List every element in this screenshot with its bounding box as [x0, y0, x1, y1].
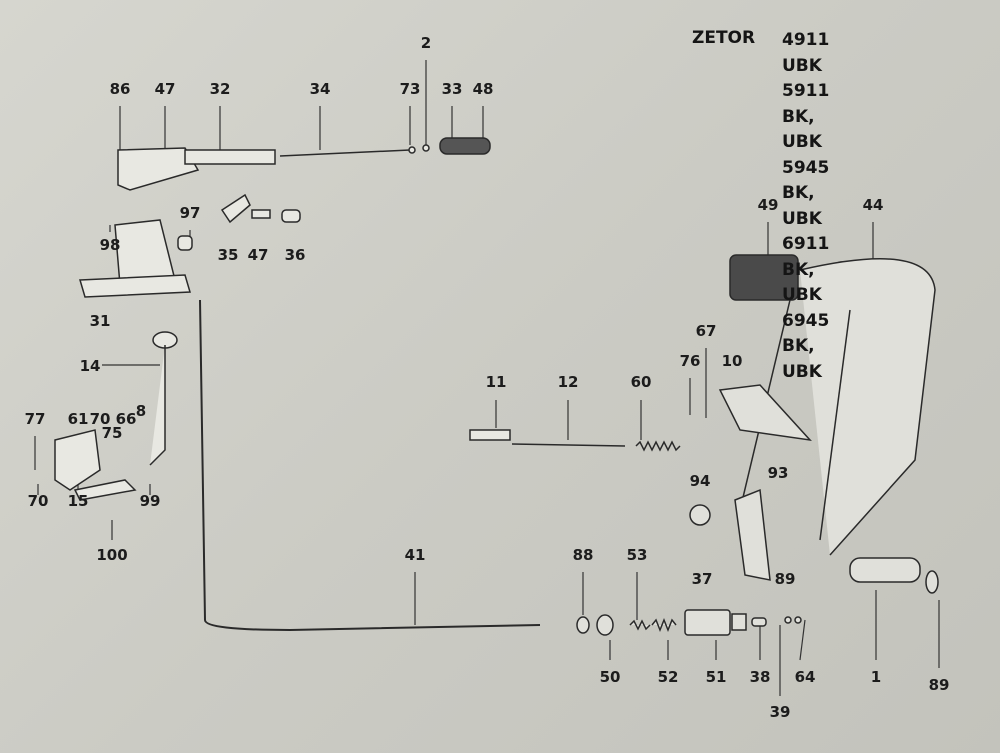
callout: 98	[99, 236, 121, 254]
callout: 1	[870, 668, 882, 686]
callout: 48	[472, 80, 494, 98]
callout: 33	[441, 80, 463, 98]
callout: 35	[217, 246, 239, 264]
callout: 15	[67, 492, 89, 510]
model-item: 6911 BK, UBK	[782, 234, 830, 305]
bottom-assembly	[576, 609, 802, 636]
callout: 31	[89, 312, 111, 330]
callout: 47	[154, 80, 176, 98]
callout: 41	[404, 546, 426, 564]
callout: 93	[767, 464, 789, 482]
callout: 64	[794, 668, 816, 686]
callout: 76	[679, 352, 701, 370]
callout: 14	[79, 357, 101, 375]
callout: 70	[89, 410, 111, 428]
callout: 100	[96, 546, 128, 564]
callout: 52	[657, 668, 679, 686]
callout: 37	[691, 570, 713, 588]
callout: 11	[485, 373, 507, 391]
model-item: 4911 UBK	[782, 30, 830, 76]
callout: 50	[599, 668, 621, 686]
callout: 67	[695, 322, 717, 340]
callout: 8	[135, 402, 147, 420]
callout: 94	[689, 472, 711, 490]
leader-lines	[34, 60, 940, 696]
callout: 88	[572, 546, 594, 564]
callout: 86	[109, 80, 131, 98]
callout: 12	[557, 373, 579, 391]
callout: 66	[115, 410, 137, 428]
callout: 10	[721, 352, 743, 370]
callout: 97	[179, 204, 201, 222]
callout: 36	[284, 246, 306, 264]
pull-rod	[469, 429, 681, 452]
brand-name: ZETOR	[692, 28, 756, 48]
lever-rod	[54, 331, 178, 501]
callout: 89	[774, 570, 796, 588]
callout: 39	[769, 703, 791, 721]
callout: 44	[862, 196, 884, 214]
callout: 49	[757, 196, 779, 214]
callout: 61	[67, 410, 89, 428]
callout: 38	[749, 668, 771, 686]
callout: 32	[209, 80, 231, 98]
callout: 60	[630, 373, 652, 391]
callout: 2	[420, 34, 432, 52]
callout: 73	[399, 80, 421, 98]
callout: 70	[27, 492, 49, 510]
callout: 77	[24, 410, 46, 428]
callout: 47	[247, 246, 269, 264]
model-item: 5945 BK, UBK	[782, 157, 830, 229]
callout: 99	[139, 492, 161, 510]
callout: 75	[101, 424, 123, 442]
callout: 53	[626, 546, 648, 564]
callout: 51	[705, 668, 727, 686]
brake-pedals	[689, 254, 939, 594]
callout: 89	[928, 676, 950, 694]
brake-cable	[199, 299, 541, 632]
model-item: 6945 BK, UBK	[782, 310, 830, 382]
model-item: 5911 BK, UBK	[782, 81, 830, 152]
callout: 34	[309, 80, 331, 98]
handbrake-lever	[79, 137, 491, 298]
